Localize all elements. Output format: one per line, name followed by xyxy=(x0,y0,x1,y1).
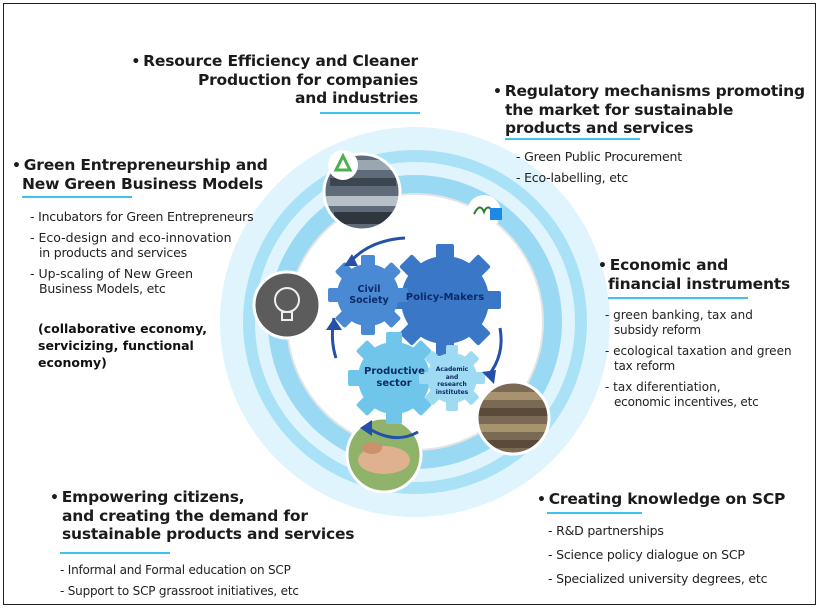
gear-productive-label: Productive sector xyxy=(364,366,425,390)
gear-civil-line: Society xyxy=(349,295,389,306)
heading-line: Empowering citizens, xyxy=(61,488,245,506)
regulatory-list: - Green Public Procurement - Eco-labelli… xyxy=(516,149,736,191)
green-entrepreneurship-list: - Incubators for Green Entrepreneurs - E… xyxy=(30,209,280,302)
regulatory-rule xyxy=(505,138,640,140)
regulatory-heading: •Regulatory mechanisms promoting the mar… xyxy=(493,82,813,137)
bullet: • xyxy=(131,54,141,70)
heading-line: Creating knowledge on SCP xyxy=(548,490,786,508)
list-item: - green banking, tax and xyxy=(605,308,753,322)
list-item: - Incubators for Green Entrepreneurs xyxy=(30,209,254,224)
citizens-list: - Informal and Formal education on SCP -… xyxy=(60,563,390,605)
gear-civil-line: Civil xyxy=(357,284,381,295)
hands-photo xyxy=(347,418,421,492)
bullet: • xyxy=(537,492,546,508)
list-item: subsidy reform xyxy=(614,323,701,337)
green-entrepreneurship-heading: •Green Entrepreneurship and New Green Bu… xyxy=(12,156,312,193)
list-item: - Specialized university degrees, etc xyxy=(548,571,768,586)
recycle-icon xyxy=(328,150,358,180)
heading-line: Economic and xyxy=(609,256,729,274)
gear-civil-label: Civil Society xyxy=(346,284,392,306)
list-item: - R&D partnerships xyxy=(548,523,664,538)
heading-line: sustainable products and services xyxy=(62,525,355,543)
heading-line: Regulatory mechanisms promoting xyxy=(504,82,805,100)
list-item: Business Models, etc xyxy=(39,281,166,296)
heading-line: financial instruments xyxy=(608,275,791,293)
note-line: servicizing, functional xyxy=(38,338,194,353)
citizens-rule xyxy=(60,552,170,554)
list-item: - Green Public Procurement xyxy=(516,149,682,164)
economic-rule xyxy=(608,297,748,299)
list-item: - Up-scaling of New Green xyxy=(30,266,194,281)
heading-line: Resource Efficiency and Cleaner xyxy=(143,52,418,70)
gear-academic-line: Academic xyxy=(435,366,469,373)
gear-academic-label: Academic and research institutes xyxy=(430,366,474,396)
heading-line: and industries xyxy=(295,89,418,107)
gear-productive-line: sector xyxy=(376,378,412,389)
knowledge-list: - R&D partnerships - Science policy dial… xyxy=(548,523,813,592)
page-frame xyxy=(3,3,816,605)
gear-productive-line: Productive xyxy=(364,366,425,377)
resource-efficiency-heading: •Resource Efficiency and Cleaner Product… xyxy=(112,52,418,107)
heading-line: Production for companies xyxy=(197,71,418,89)
gear-academic xyxy=(419,345,485,411)
list-item: economic incentives, etc xyxy=(614,395,759,409)
lightbulb-photo xyxy=(254,272,320,338)
resource-efficiency-rule xyxy=(320,112,420,114)
list-item: - Informal and Formal education on SCP xyxy=(60,563,291,577)
note-line: economy) xyxy=(38,355,107,370)
note-line: (collaborative economy, xyxy=(38,321,208,336)
heading-line: products and services xyxy=(505,119,694,137)
gear-civil-society xyxy=(328,255,408,335)
list-item: tax reform xyxy=(614,359,676,373)
gear-academic-line: institutes xyxy=(435,388,469,396)
bullet: • xyxy=(493,84,502,100)
bullet: • xyxy=(50,490,59,506)
heading-line: the market for sustainable xyxy=(505,101,734,119)
economic-heading: •Economic and financial instruments xyxy=(598,256,813,293)
list-item: - Support to SCP grassroot initiatives, … xyxy=(60,584,299,598)
ecolabel-icon xyxy=(467,195,502,229)
gear-academic-line: and research xyxy=(437,373,467,389)
knowledge-heading: •Creating knowledge on SCP xyxy=(537,490,813,509)
list-item: in products and services xyxy=(39,245,187,260)
gear-policy-label: Policy-Makers xyxy=(405,292,485,303)
heading-line: Green Entrepreneurship and xyxy=(23,156,268,174)
bullet: • xyxy=(598,258,607,274)
heading-line: New Green Business Models xyxy=(22,175,264,193)
green-entrepreneurship-rule xyxy=(22,196,132,198)
heading-line: and creating the demand for xyxy=(62,507,308,525)
green-note: (collaborative economy, servicizing, fun… xyxy=(38,320,248,371)
list-item: - tax diferentiation, xyxy=(605,380,721,394)
bullet: • xyxy=(12,158,21,174)
list-item: - Science policy dialogue on SCP xyxy=(548,547,745,562)
arrow-heads xyxy=(326,254,496,436)
list-item: - Eco-labelling, etc xyxy=(516,170,629,185)
list-item: - Eco-design and eco-innovation xyxy=(30,230,232,245)
knowledge-rule xyxy=(547,512,642,514)
citizens-heading: •Empowering citizens, and creating the d… xyxy=(50,488,390,543)
list-item: - ecological taxation and green xyxy=(605,344,792,358)
economic-list: - green banking, tax and subsidy reform … xyxy=(605,308,819,416)
lecture-hall-photo xyxy=(477,382,549,454)
